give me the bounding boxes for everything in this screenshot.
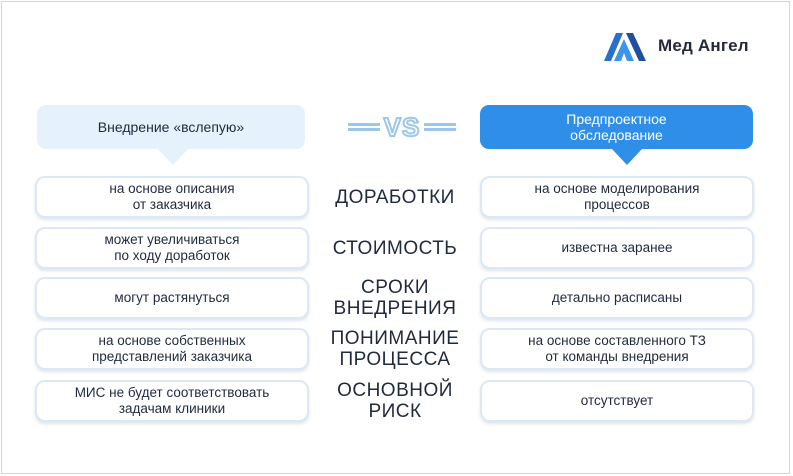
right-cell-process: на основе составленного ТЗ от команды вн… [480,328,754,370]
right-header-arrow [612,149,642,165]
right-cell-text: на основе составленного ТЗ от команды вн… [528,333,706,364]
left-header-text: Внедрение «вслепую» [97,119,245,135]
row-label-process: ПОНИМАНИЕ ПРОЦЕССА [320,328,470,370]
row-label-risk: ОСНОВНОЙ РИСК [320,380,470,422]
left-cell-process: на основе собственных представлений зака… [35,328,309,370]
vs-text: VS [383,111,421,143]
row-label-revisions: ДОРАБОТКИ [320,176,470,218]
med-angel-logo-icon [604,33,646,61]
right-column-header: Предпроектное обследование [480,105,753,149]
right-cell-risk: отсутствует [480,380,754,422]
left-cell-text: может увеличиваться по ходу доработок [104,232,240,263]
right-header-text: Предпроектное обследование [566,111,667,143]
vs-left-line [347,123,380,131]
left-cell-text: на основе описания от заказчика [109,181,235,212]
right-cell-revisions: на основе моделирования процессов [480,176,754,218]
row-label-timeline: СРОКИ ВНЕДРЕНИЯ [320,277,470,319]
right-cell-text: известна заранее [561,240,673,255]
vs-right-line [424,123,457,131]
row-label-text: ОСНОВНОЙ РИСК [337,380,453,422]
brand-name: Мед Ангел [658,36,749,55]
left-cell-cost: может увеличиваться по ходу доработок [35,227,309,269]
right-cell-text: детально расписаны [551,290,683,305]
right-cell-text: на основе моделирования процессов [534,181,700,212]
row-label-text: ПОНИМАНИЕ ПРОЦЕССА [330,328,460,370]
left-cell-timeline: могут растянуться [35,277,309,319]
row-label-text: СРОКИ ВНЕДРЕНИЯ [333,277,457,319]
row-label-cost: СТОИМОСТЬ [320,227,470,269]
right-cell-text: отсутствует [580,393,654,408]
left-cell-revisions: на основе описания от заказчика [35,176,309,218]
brand-logo: Мед Ангел [602,27,777,65]
right-cell-timeline: детально расписаны [480,277,754,319]
left-cell-text: на основе собственных представлений зака… [91,333,253,364]
left-cell-text: МИС не будет соответствовать задачам кли… [74,385,270,416]
vs-badge: VS [345,111,459,143]
row-label-text: СТОИМОСТЬ [332,237,458,259]
row-label-text: ДОРАБОТКИ [335,186,455,208]
left-cell-text: могут растянуться [114,290,230,305]
right-cell-cost: известна заранее [480,227,754,269]
left-header-arrow [158,149,188,165]
left-column-header: Внедрение «вслепую» [37,105,305,149]
left-cell-risk: МИС не будет соответствовать задачам кли… [35,380,309,422]
